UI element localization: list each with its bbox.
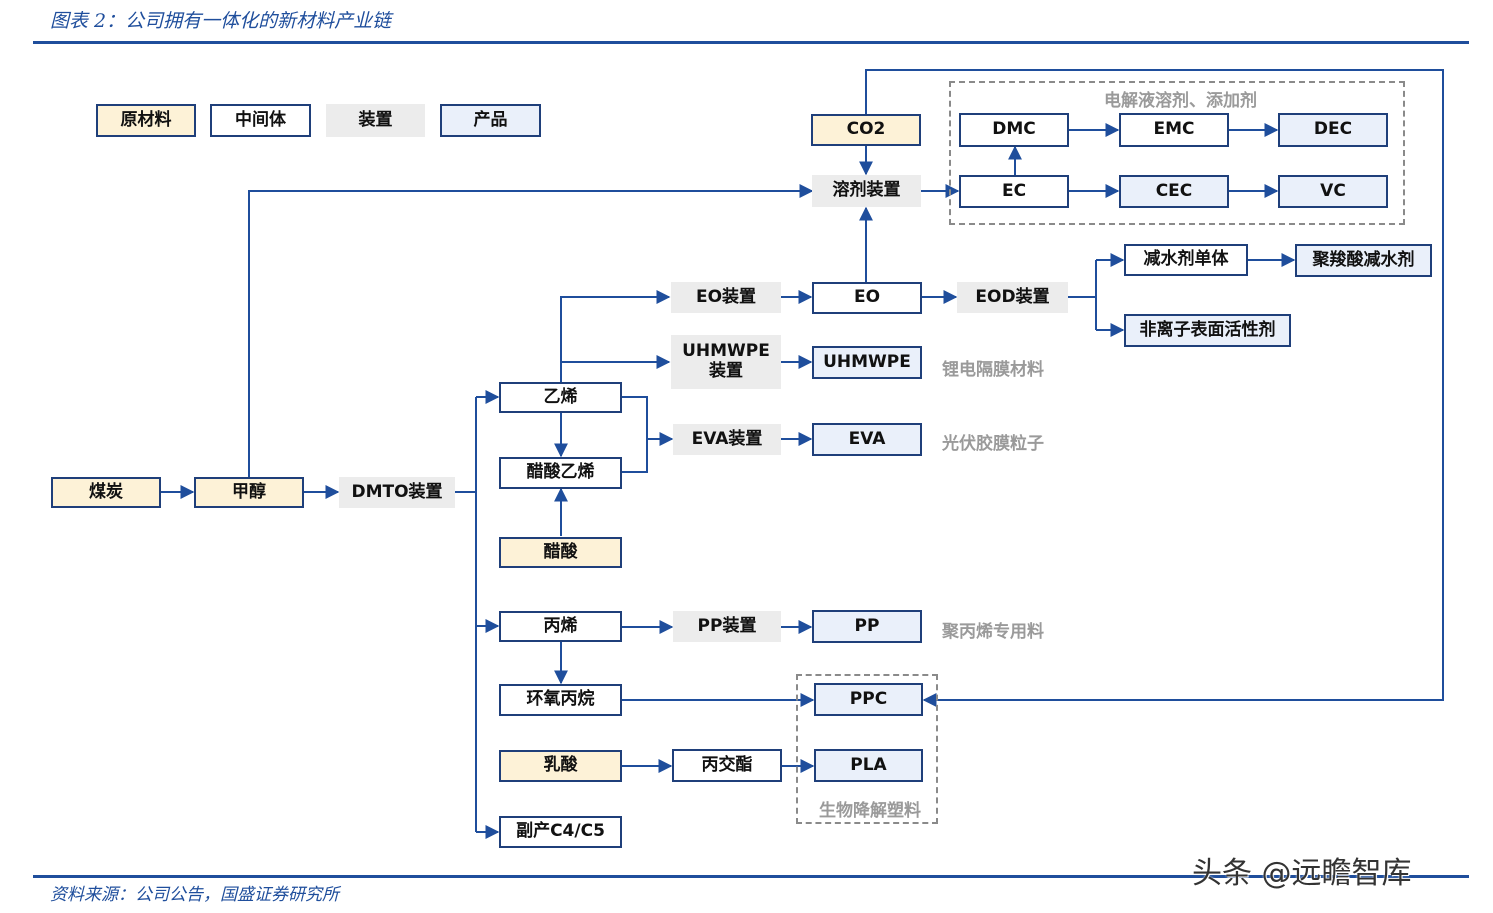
node-eva: EVA xyxy=(812,423,922,456)
uhmwpe-device-line2: 装置 xyxy=(709,361,743,381)
top-rule xyxy=(33,41,1469,44)
node-cec: CEC xyxy=(1119,175,1229,208)
legend-device: 装置 xyxy=(326,104,425,137)
bottom-rule xyxy=(33,875,1469,878)
node-eo: EO xyxy=(812,282,922,314)
node-reducer-monomer: 减水剂单体 xyxy=(1124,244,1248,276)
biodegradable-group xyxy=(796,674,938,824)
legend-intermediate: 中间体 xyxy=(210,104,311,137)
node-acetic-acid: 醋酸 xyxy=(499,537,622,568)
node-vc: VC xyxy=(1278,175,1388,208)
source-note: 资料来源：公司公告，国盛证券研究所 xyxy=(50,885,339,905)
node-pla: PLA xyxy=(814,749,923,782)
node-lactic-acid: 乳酸 xyxy=(499,750,622,782)
uhmwpe-device-line1: UHMWPE xyxy=(682,341,770,362)
node-coal: 煤炭 xyxy=(51,477,161,508)
electrolyte-group xyxy=(949,81,1405,225)
node-dec: DEC xyxy=(1278,113,1388,147)
node-uhmwpe: UHMWPE xyxy=(812,346,922,379)
note-pv-film: 光伏胶膜粒子 xyxy=(942,434,1044,454)
node-nonionic-surfactant: 非离子表面活性剂 xyxy=(1124,314,1291,347)
note-electrolyte: 电解液溶剂、添加剂 xyxy=(1104,91,1257,111)
note-separator: 锂电隔膜材料 xyxy=(942,360,1044,380)
node-ec: EC xyxy=(959,175,1069,208)
watermark: 头条 @远瞻智库 xyxy=(1192,856,1412,891)
node-methanol: 甲醇 xyxy=(194,477,304,508)
node-propylene: 丙烯 xyxy=(499,611,622,642)
node-emc: EMC xyxy=(1119,113,1229,147)
node-uhmwpe-device: UHMWPE 装置 xyxy=(671,335,781,389)
node-pp: PP xyxy=(812,610,922,643)
node-solvent-device: 溶剂装置 xyxy=(812,175,921,207)
node-propylene-oxide: 环氧丙烷 xyxy=(499,684,622,716)
node-lactide: 丙交酯 xyxy=(672,749,782,782)
note-pp-special: 聚丙烯专用料 xyxy=(942,622,1044,642)
node-vinyl-acetate: 醋酸乙烯 xyxy=(499,457,622,489)
legend-product: 产品 xyxy=(440,104,541,137)
node-dmc: DMC xyxy=(959,113,1069,147)
node-eod-device: EOD装置 xyxy=(957,282,1068,313)
node-eva-device: EVA装置 xyxy=(673,424,781,455)
node-ethylene: 乙烯 xyxy=(499,382,622,413)
note-biodegradable: 生物降解塑料 xyxy=(819,801,921,821)
node-polycarboxylate-reducer: 聚羧酸减水剂 xyxy=(1295,244,1432,277)
node-c4c5-byproduct: 副产C4/C5 xyxy=(499,816,622,848)
figure-title: 图表 2：公司拥有一体化的新材料产业链 xyxy=(50,10,392,32)
node-eo-device: EO装置 xyxy=(671,282,781,313)
node-co2: CO2 xyxy=(811,114,921,146)
legend-raw: 原材料 xyxy=(96,104,196,137)
node-dmto-device: DMTO装置 xyxy=(339,477,455,508)
node-ppc: PPC xyxy=(814,683,923,716)
node-pp-device: PP装置 xyxy=(673,611,781,642)
